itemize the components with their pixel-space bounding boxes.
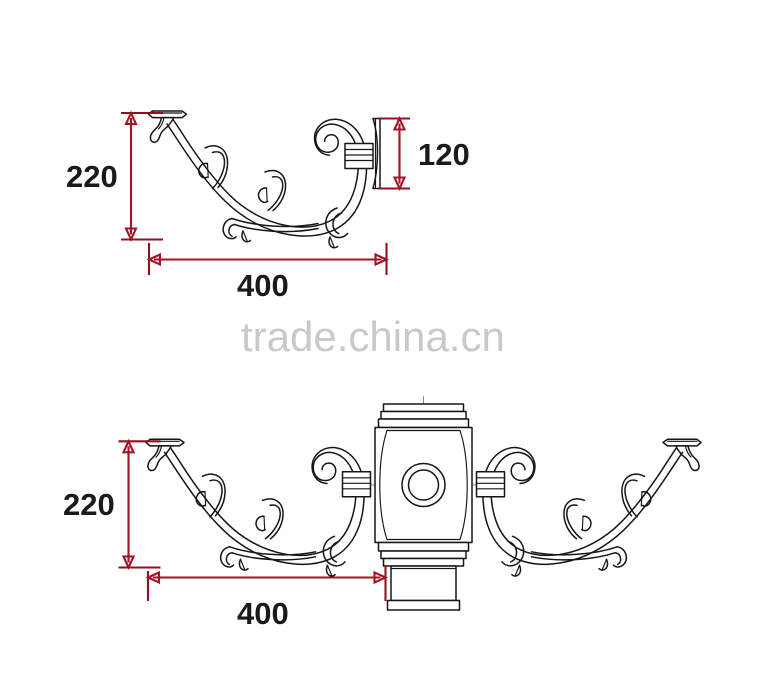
dimension-label-220-top: 220 — [66, 159, 118, 194]
dimension-400-bottom: 400 — [145, 565, 389, 631]
dimension-120-top: 120 — [378, 115, 470, 192]
arm-ornament-top — [147, 110, 381, 249]
leaf-scroll-upper-right-bottom — [621, 473, 652, 518]
dimension-220-bottom: 220 — [63, 438, 161, 571]
leaf-scroll-mid-bottom-right — [563, 498, 592, 540]
leaf-scroll-mid-bottom-left — [255, 498, 284, 540]
collar-band-bottom-right — [475, 471, 506, 498]
arm-cup-right-bottom — [662, 438, 702, 472]
lower-scroll-bar-top — [222, 217, 319, 243]
leaf-scroll-mid-top — [257, 169, 287, 212]
dimension-label-400-bottom: 400 — [237, 596, 289, 631]
hub-boss-inner-circle — [407, 469, 440, 501]
collar-band-top — [344, 142, 374, 170]
single-arm-view: 220 400 120 — [66, 110, 470, 303]
dimension-label-120-top: 120 — [418, 137, 470, 172]
scroll-right-upper-bottom-right — [482, 446, 536, 493]
scroll-right-upper-bottom-left — [311, 446, 365, 493]
leaf-scroll-upper-left-bottom — [195, 473, 226, 518]
mounting-plate-top — [372, 117, 381, 190]
double-arm-view: 220 400 — [63, 396, 702, 631]
collar-band-bottom-left — [341, 471, 372, 498]
watermark-text: trade.china.cn — [241, 313, 505, 360]
scroll-right-lower-top — [325, 207, 349, 249]
scroll-right-lower-bottom-left — [322, 535, 346, 577]
leaf-scroll-upper-left-top — [197, 145, 229, 190]
arm-cup-left-top — [147, 110, 188, 143]
arm-ornament-bottom-left — [145, 438, 372, 577]
central-hub — [374, 403, 473, 611]
dimension-220-top: 220 — [66, 110, 163, 243]
dimension-label-400-top: 400 — [237, 268, 289, 303]
arm-cup-left-bottom — [145, 438, 185, 472]
scroll-right-lower-bottom-right — [501, 535, 525, 577]
dimension-label-220-bottom: 220 — [63, 487, 115, 522]
dimension-400-top: 400 — [146, 243, 390, 303]
arm-ornament-bottom-right — [475, 438, 702, 577]
lower-scroll-bar-bottom-left — [219, 546, 317, 571]
lower-scroll-bar-bottom-right — [530, 546, 628, 571]
scroll-right-upper-top — [313, 118, 368, 165]
